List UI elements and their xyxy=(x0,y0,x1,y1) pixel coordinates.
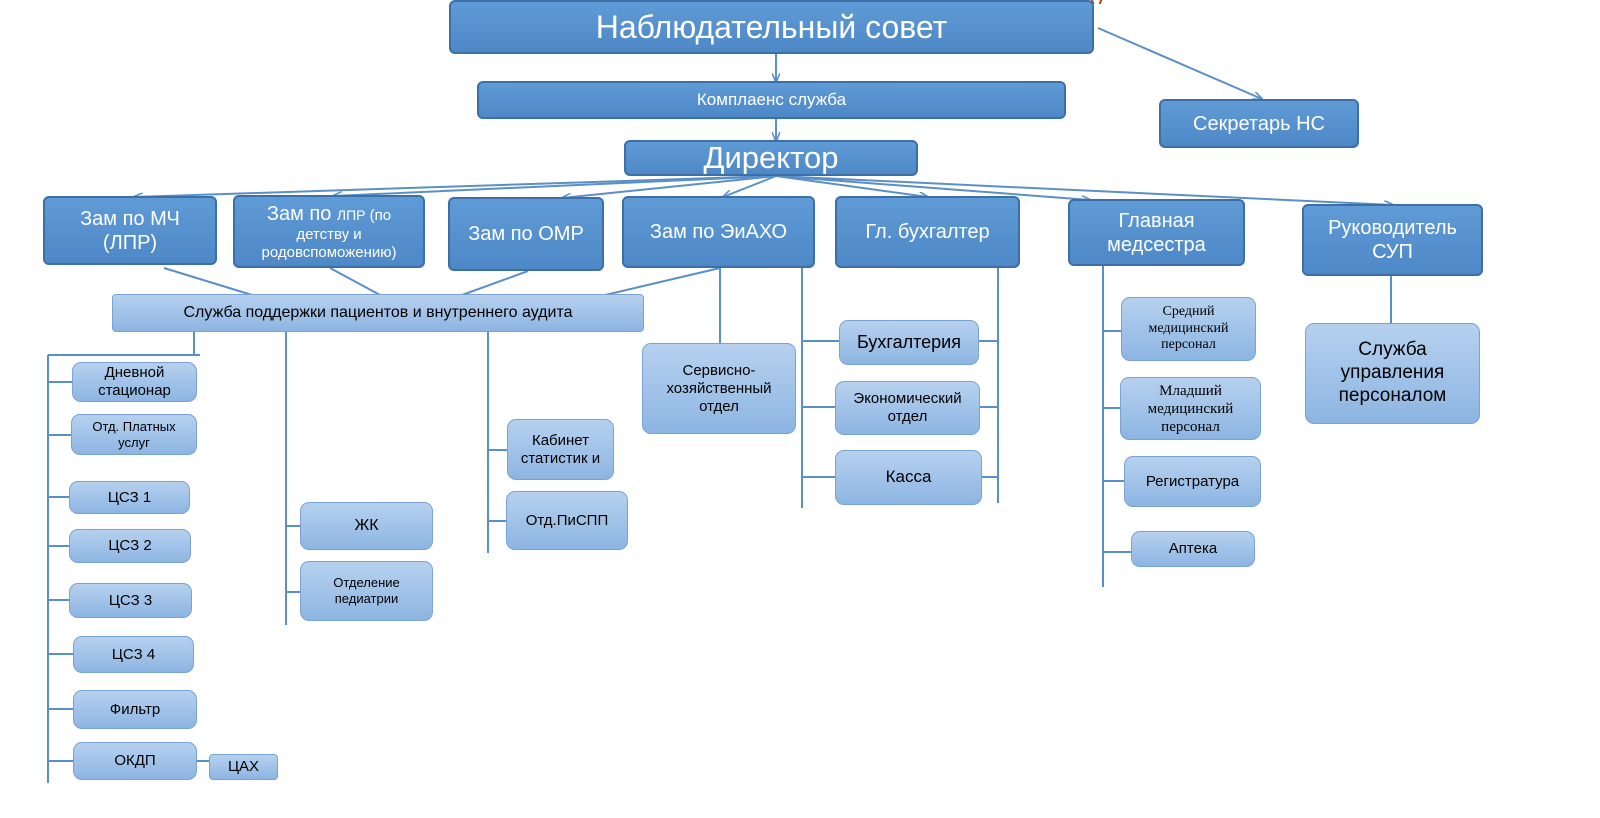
node-junior-staff: Младший медицинский персонал xyxy=(1120,377,1261,440)
node-deputy-omr: Зам по ОМР xyxy=(448,197,604,271)
node-supervisory-board: Наблюдательный совет xyxy=(449,0,1094,54)
node-economic-dept: Экономический отдел xyxy=(835,381,980,435)
node-statistics: Кабинет статистик и xyxy=(507,419,614,480)
node-csz-1: ЦСЗ 1 xyxy=(69,481,190,514)
line-child-support xyxy=(329,267,381,296)
node-director: Директор xyxy=(624,140,918,176)
node-cashier: Касса xyxy=(835,450,982,505)
node-filter: Фильтр xyxy=(73,690,197,729)
deputy-child-detail: (по детству и родовспоможению) xyxy=(261,206,397,261)
node-csz-2: ЦСЗ 2 xyxy=(69,529,191,563)
node-day-hospital: Дневной стационар xyxy=(72,362,197,402)
node-board-secretary: Секретарь НС xyxy=(1159,99,1359,148)
node-tsakh: ЦАХ xyxy=(209,754,278,780)
node-otd-pispp: Отд.ПиСПП xyxy=(506,491,628,550)
arrow-director-accountant xyxy=(775,175,928,197)
arrow-director-sup xyxy=(775,175,1393,205)
arrow-director-child xyxy=(333,175,777,196)
node-head-sup: Руководитель СУП xyxy=(1302,204,1483,276)
node-paid-services: Отд. Платных услуг xyxy=(71,414,197,455)
node-chief-accountant: Гл. бухгалтер xyxy=(835,196,1020,268)
deputy-mch-title: Зам по МЧ xyxy=(80,207,180,230)
node-okdp: ОКДП xyxy=(73,742,197,780)
node-deputy-eiakho: Зам по ЭиАХО xyxy=(622,196,815,268)
arrow-director-mch xyxy=(134,175,777,197)
node-middle-staff: Средний медицинский персонал xyxy=(1121,297,1256,361)
node-head-nurse: Главная медсестра xyxy=(1068,199,1245,266)
deputy-mch-subtitle: (ЛПР) xyxy=(102,231,158,254)
line-mch-support xyxy=(163,267,253,296)
arrow-board-secretary xyxy=(1097,27,1262,99)
node-zhk: ЖК xyxy=(300,502,433,550)
arrow-director-eiakho xyxy=(723,175,777,197)
node-pediatrics: Отделение педиатрии xyxy=(300,561,433,621)
line-eiakho-support xyxy=(604,267,721,296)
deputy-child-title: Зам по xyxy=(266,202,337,225)
node-pharmacy: Аптека xyxy=(1131,531,1255,567)
deputy-child-abbr: ЛПР xyxy=(336,206,366,223)
arrow-director-nurse xyxy=(775,175,1090,200)
node-service-dept: Сервисно-хозяйственный отдел xyxy=(642,343,796,434)
node-deputy-mch: Зам по МЧ (ЛПР) xyxy=(43,196,217,265)
title-fragment: у xyxy=(1090,0,1103,4)
node-accounting: Бухгалтерия xyxy=(839,320,979,365)
node-hr-service: Служба управления персоналом xyxy=(1305,323,1480,424)
node-compliance: Комплаенс служба xyxy=(477,81,1066,119)
node-deputy-childhood: Зам по ЛПР (по детству и родовспоможению… xyxy=(233,195,425,268)
node-csz-3: ЦСЗ 3 xyxy=(69,583,192,618)
node-patient-support: Служба поддержки пациентов и внутреннего… xyxy=(112,294,644,332)
line-omr-support xyxy=(461,270,529,296)
arrow-director-omr xyxy=(562,175,777,198)
node-csz-4: ЦСЗ 4 xyxy=(73,636,194,673)
node-registry: Регистратура xyxy=(1124,456,1261,507)
